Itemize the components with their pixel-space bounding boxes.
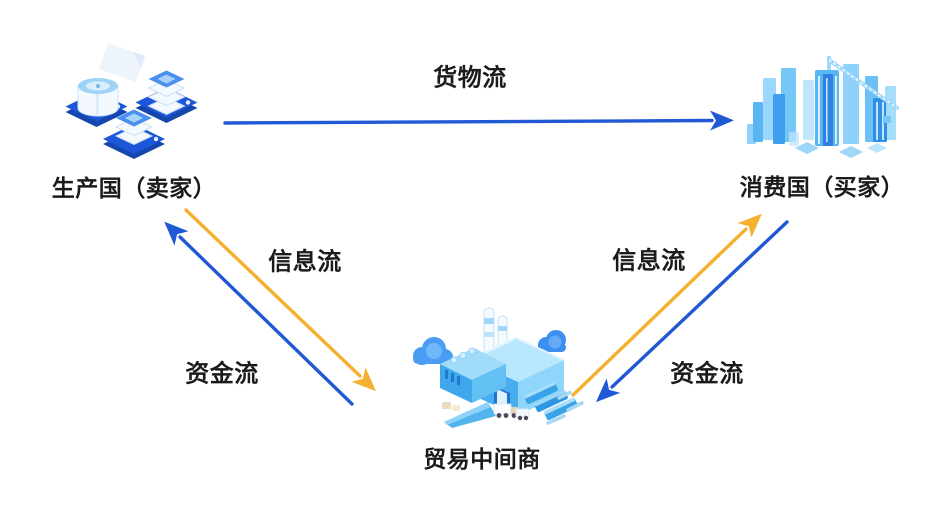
producer-warehouse-icon [65, 43, 198, 159]
card-shape [99, 43, 145, 82]
funds-flow-left-label: 资金流 [185, 360, 259, 388]
info-flow-right-arrow [571, 213, 762, 397]
city-base-blocks [789, 132, 887, 158]
cloud-right-icon [538, 330, 566, 353]
consumer-city-icon [747, 56, 899, 158]
info-flow-left-arrow [184, 208, 376, 392]
loading-ramp [444, 402, 496, 428]
goods-flow-arrow [223, 110, 734, 131]
cloud-left-icon [413, 337, 453, 365]
intermediary-node-label: 贸易中间商 [423, 446, 541, 472]
producer-node-label: 生产国（卖家） [51, 175, 217, 201]
server-stack-bottom [114, 109, 154, 146]
card-fold [133, 52, 145, 68]
intermediary-factory-icon [413, 307, 584, 428]
funds-flow-right-arrow [595, 220, 789, 403]
funds-flow-right-label: 资金流 [670, 360, 744, 388]
silo-cylinder [77, 78, 119, 117]
delivery-trucks [442, 402, 530, 421]
container-crates [523, 381, 578, 421]
funds-flow-left-arrow [164, 221, 354, 406]
goods-flow-label: 货物流 [433, 64, 507, 92]
info-flow-right-label: 信息流 [612, 247, 686, 275]
info-flow-left-label: 信息流 [268, 248, 342, 276]
road-dashes [546, 390, 584, 425]
construction-crane [827, 56, 899, 123]
consumer-node-label: 消费国（买家） [739, 174, 905, 200]
city-front-buildings [747, 70, 887, 146]
server-stack-right [147, 70, 186, 116]
factory-annex-building [440, 347, 506, 403]
